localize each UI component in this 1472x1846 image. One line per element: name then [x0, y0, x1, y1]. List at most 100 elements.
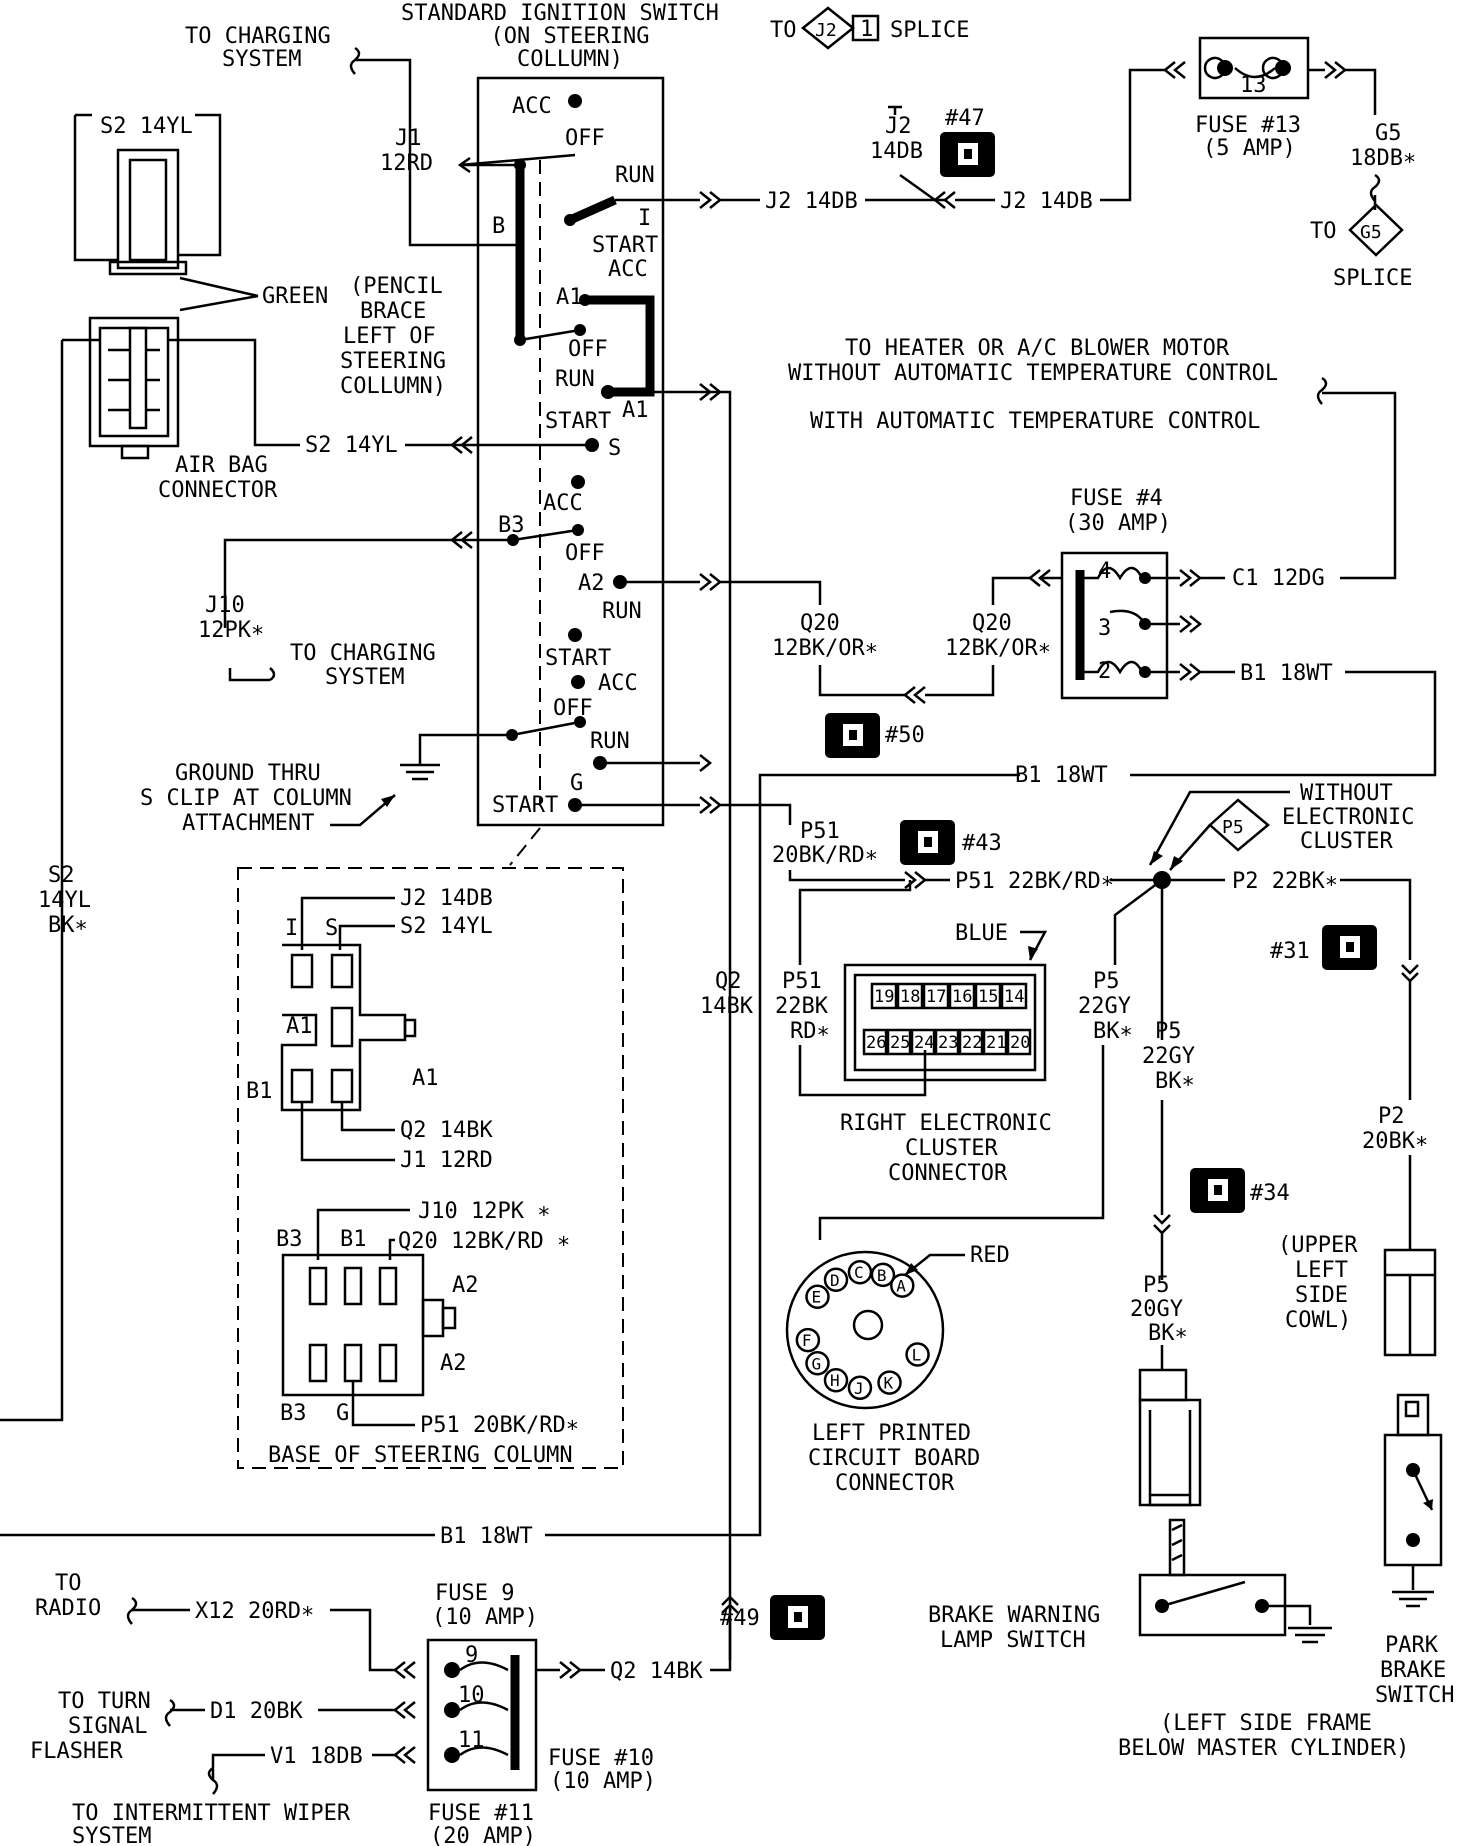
cluster-pin-box — [870, 982, 898, 1010]
to-j2-label: TO — [770, 18, 797, 43]
pcb-pin-label: C — [854, 1263, 864, 1282]
pos-run-4: RUN — [590, 729, 630, 754]
connector-43-label: #43 — [962, 831, 1002, 856]
left-pcb-connector — [785, 1250, 945, 1410]
left-pcb-label-2: CIRCUIT BOARD — [808, 1446, 980, 1471]
pcb-pin-label: J — [854, 1379, 864, 1398]
fuse-11-label: FUSE #11 — [428, 1801, 534, 1826]
without-cluster: WITHOUT — [1300, 781, 1393, 806]
right-cluster-label: RIGHT ELECTRONIC — [840, 1111, 1052, 1136]
base-q20: Q20 12BK/RD ∗ — [398, 1229, 570, 1254]
pos-acc-2: ACC — [608, 257, 648, 282]
frame-label-2: BELOW MASTER CYLINDER) — [1118, 1736, 1409, 1761]
cluster-pin-box — [934, 1028, 960, 1056]
base-b1: B1 — [246, 1079, 273, 1104]
base-a2-top: A2 — [452, 1273, 479, 1298]
to-wiper: TO INTERMITTENT WIPER — [72, 1801, 351, 1826]
base-a2-bottom: A2 — [440, 1351, 467, 1376]
pcb-pin-label: B — [877, 1266, 887, 1285]
ignition-subtitle: (ON STEERING — [491, 24, 650, 49]
wire-j2: J2 — [885, 114, 912, 139]
left-pcb-label: LEFT PRINTED — [812, 1421, 971, 1446]
pos-off-1: OFF — [565, 126, 605, 151]
wire-p51-v-suffix: RD∗ — [790, 1019, 830, 1044]
wire-s2-left-2: 14YL — [38, 888, 91, 913]
j2-splice-diamond: J2 — [815, 20, 837, 41]
brake-connector — [1138, 1368, 1188, 1402]
base-panel — [237, 867, 624, 1469]
to-turn-3: FLASHER — [30, 1739, 123, 1764]
wire-s2-left-3: BK∗ — [48, 913, 88, 938]
pos-off-2: OFF — [568, 337, 608, 362]
pos-run-2: RUN — [555, 367, 595, 392]
right-cluster-label-3: CONNECTOR — [888, 1161, 1008, 1186]
green-label: GREEN — [262, 284, 328, 309]
connector-31-label: #31 — [1270, 939, 1310, 964]
wire-b1-18wt-b: B1 18WT — [1015, 763, 1108, 788]
wire-j2-14db-a: J2 14DB — [765, 189, 858, 214]
fuse-block-area: TO RADIO X12 20RD∗ FUSE 9 (10 AMP) 9 10 … — [30, 1571, 732, 1846]
cluster-pin-box — [1000, 982, 1028, 1010]
wire-q2-color: 14BK — [700, 994, 754, 1019]
wire-p5-b: P5 — [1155, 1019, 1182, 1044]
wire-p5-a-color: 22GY — [1078, 994, 1131, 1019]
pcb-pin-circle — [870, 1262, 896, 1288]
wire-b1-18wt-a: B1 18WT — [1240, 661, 1333, 686]
wire-p51-color: 20BK/RD∗ — [772, 843, 878, 868]
wire-d1: D1 20BK — [210, 1699, 303, 1724]
pencil-brace-3: LEFT OF — [343, 324, 436, 349]
pcb-pin-label: G — [811, 1354, 821, 1373]
to-radio-2: RADIO — [35, 1596, 101, 1621]
to-turn-2: SIGNAL — [68, 1714, 147, 1739]
pcb-pin-circle — [805, 1351, 830, 1376]
base-j2: J2 14DB — [400, 886, 493, 911]
base-j10: J10 12PK ∗ — [418, 1199, 550, 1224]
fuse-10-rating: (10 AMP) — [550, 1769, 656, 1794]
fuse-4 — [1060, 551, 1169, 700]
cluster-pin-label: 20 — [1010, 1033, 1030, 1053]
pos-off-3: OFF — [565, 541, 605, 566]
j2-fuse13-area: J2 14DB J2 14DB J2 14DB #47 TO J2 1 SPLI… — [699, 6, 1416, 291]
wire-j2-color: 14DB — [870, 139, 923, 164]
base-q2: Q2 14BK — [400, 1118, 493, 1143]
pin-a1: A1 — [622, 398, 649, 423]
pcb-pin-circle — [905, 1342, 930, 1367]
pcb-pin-label: L — [912, 1346, 922, 1365]
to-radio: TO — [55, 1571, 82, 1596]
wire-j1: J1 — [395, 126, 422, 151]
cluster-pin-box — [958, 1028, 984, 1056]
cluster-pin-box — [862, 1028, 888, 1056]
wire-q2: Q2 — [715, 969, 742, 994]
cluster-pin-box — [1006, 1028, 1032, 1056]
airbag-label-2: CONNECTOR — [158, 478, 278, 503]
heater-label-2: WITHOUT AUTOMATIC TEMPERATURE CONTROL — [788, 361, 1278, 386]
wire-j10-color: 12PK∗ — [198, 618, 264, 643]
pin-b: B — [492, 214, 505, 239]
brake-label: BRAKE WARNING — [928, 1603, 1100, 1628]
fuse4-area: TO HEATER OR A/C BLOWER MOTOR WITHOUT AU… — [620, 336, 1437, 777]
pcb-pin-circle — [795, 1327, 821, 1353]
cluster-pin-label: 18 — [900, 987, 920, 1007]
fuse-10-number: 10 — [458, 1683, 485, 1708]
pencil-brace: (PENCIL — [350, 274, 443, 299]
to-charging-mid: TO CHARGING — [290, 641, 436, 666]
cowl-label-3: SIDE — [1295, 1283, 1348, 1308]
j2-pin: 1 — [860, 17, 873, 42]
fuse-11-number: 11 — [458, 1728, 485, 1753]
cluster-pin-label: 26 — [866, 1033, 886, 1053]
fuse-4-label: FUSE #4 — [1070, 486, 1163, 511]
pin-s: S — [608, 436, 621, 461]
brake-park-area: P5 20GY BK∗ BRAKE WARNING LAMP SWITCH (U… — [928, 1104, 1454, 1761]
wire-g5: G5 — [1375, 121, 1402, 146]
blue-label: BLUE — [955, 921, 1008, 946]
pcb-pin-label: A — [896, 1277, 906, 1296]
pcb-pin-circle — [847, 1259, 873, 1285]
cluster-pin-box — [896, 982, 924, 1010]
wire-p5-a: P5 — [1093, 969, 1120, 994]
pencil-brace-2: BRACE — [360, 299, 426, 324]
wire-j10: J10 — [205, 593, 245, 618]
pcb-pin-circle — [877, 1370, 902, 1395]
heater-label-3: WITH AUTOMATIC TEMPERATURE CONTROL — [810, 409, 1260, 434]
